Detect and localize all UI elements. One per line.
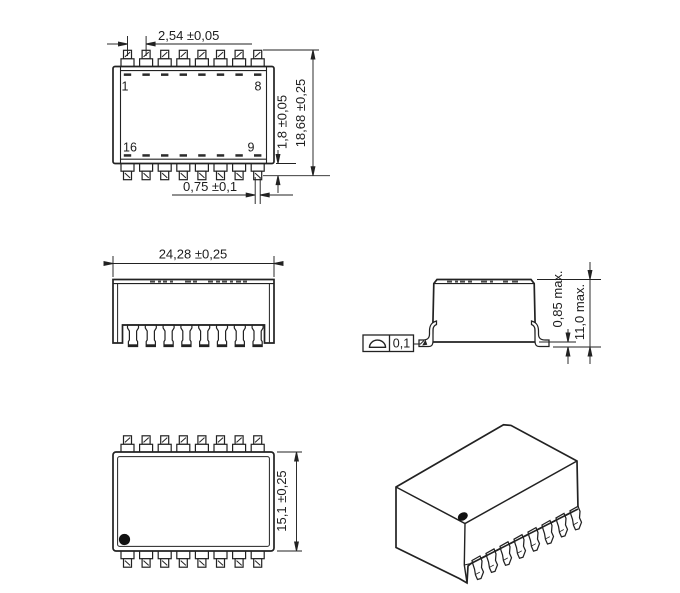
side-view-lead-left xyxy=(418,320,438,348)
bottom-view-pins-row-top xyxy=(120,435,265,453)
pin-1-label: 1 xyxy=(122,80,129,94)
front-view-pins xyxy=(126,323,265,348)
front-view: 24,28 ±0,25 xyxy=(103,247,284,348)
dim-height-label: 11,0 max. xyxy=(572,284,587,340)
dim-height xyxy=(587,262,593,364)
iso-pin-1-marker-dot xyxy=(457,512,468,521)
dim-length-label: 24,28 ±0,25 xyxy=(159,247,228,262)
dim-pitch xyxy=(107,36,252,56)
side-view: 0,85 max. 11,0 max. 0,1 xyxy=(362,262,601,364)
top-view-body xyxy=(112,65,275,165)
pin-16-label: 16 xyxy=(123,141,137,155)
dim-pitch-label: 2,54 ±0,05 xyxy=(158,28,219,43)
side-view-lead-right xyxy=(530,320,550,348)
bottom-view-body xyxy=(112,451,275,552)
top-view-land-dashes xyxy=(123,73,262,157)
top-view-pins-row-bottom xyxy=(120,162,265,181)
dim-lead-length-label: 1,8 ±0,05 xyxy=(275,95,290,149)
dim-length xyxy=(103,256,284,277)
side-view-body xyxy=(431,278,537,343)
bottom-view: 15,1 ±0,25 xyxy=(112,435,302,568)
top-view: 1 8 16 9 2,54 ±0,05 0,75 ±0,1 xyxy=(107,28,330,204)
surface-profile-icon xyxy=(368,339,387,348)
isometric-view xyxy=(395,423,583,585)
dim-right-extensions xyxy=(263,49,330,177)
tolerance-frame: 0,1 xyxy=(362,334,428,353)
tolerance-value-label: 0,1 xyxy=(393,337,410,351)
dim-width-label: 15,1 ±0,25 xyxy=(274,470,289,531)
dim-overall-label: 18,68 ±0,25 xyxy=(293,79,308,148)
dim-lead-width-label: 0,75 ±0,1 xyxy=(183,179,237,194)
side-view-marking xyxy=(447,280,518,283)
pin-9-label: 9 xyxy=(248,141,255,155)
pin-8-label: 8 xyxy=(255,80,262,94)
dim-overall xyxy=(310,49,316,177)
front-view-marking xyxy=(150,280,247,283)
dim-standoff xyxy=(565,329,571,364)
dim-standoff-label: 0,85 max. xyxy=(550,270,565,327)
dim-lead-length xyxy=(275,150,281,193)
dim-lead-width xyxy=(172,177,293,204)
bottom-view-pins-row-bottom xyxy=(120,550,265,568)
pin-1-marker-dot xyxy=(118,533,131,546)
dim-width xyxy=(277,451,302,552)
front-view-body xyxy=(112,278,275,344)
top-view-pins-row-top xyxy=(120,49,265,68)
